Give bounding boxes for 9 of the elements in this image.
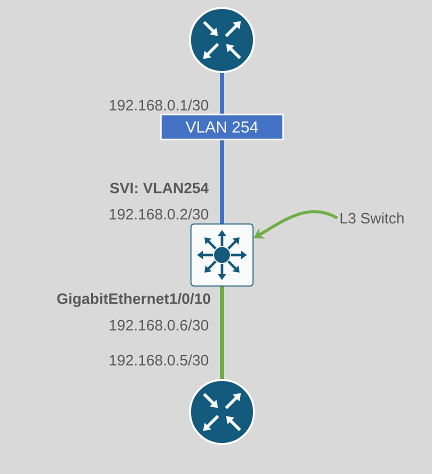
router-drawing — [189, 379, 255, 445]
router-drawing — [189, 7, 255, 73]
connector-line — [220, 286, 224, 379]
node-label: L3 Switch — [340, 212, 404, 224]
switch-drawing — [190, 224, 254, 286]
address-label: GigabitEthernet1/0/10 — [57, 292, 210, 308]
address-label: 192.168.0.2/30 — [110, 208, 208, 220]
address-label: 192.168.0.6/30 — [110, 320, 208, 330]
edge-label: VLAN 254 — [160, 114, 284, 140]
